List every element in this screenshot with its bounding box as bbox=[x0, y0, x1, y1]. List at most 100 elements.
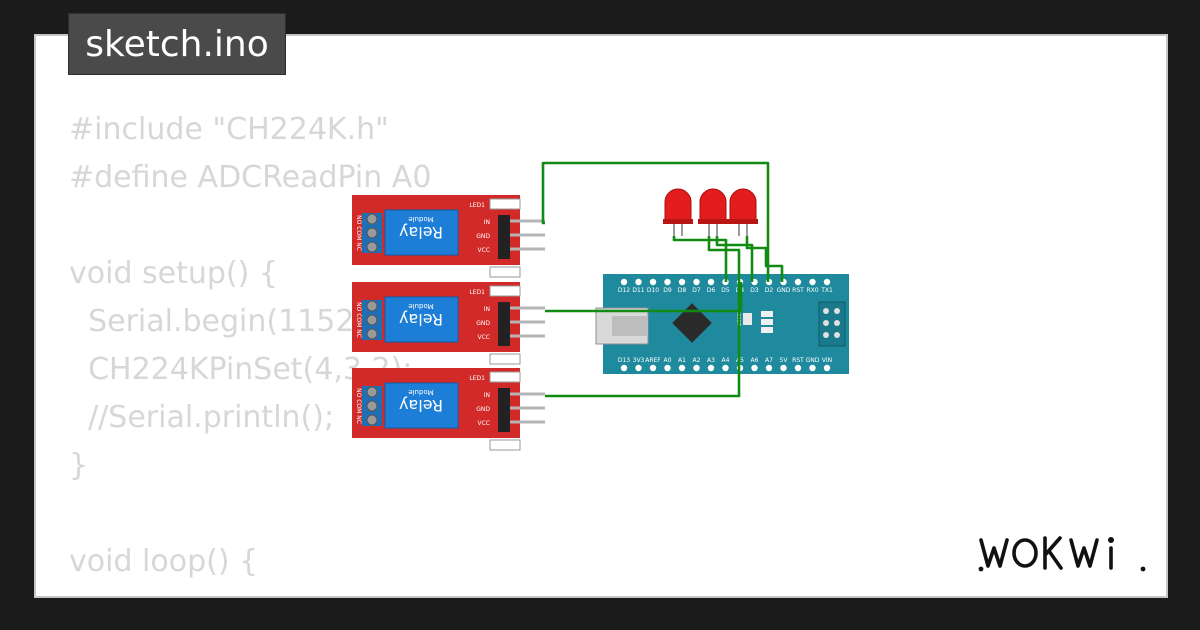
contact-labels: NO COM NC bbox=[355, 302, 362, 338]
relay-sublabel: Module bbox=[408, 388, 433, 396]
terminal-screw bbox=[366, 328, 378, 340]
top-pin-label: D12 bbox=[618, 287, 630, 294]
icsp-pin bbox=[834, 332, 840, 338]
relay-coil bbox=[384, 296, 459, 343]
microcontroller-chip bbox=[672, 303, 712, 343]
top-pin-label: D2 bbox=[765, 287, 774, 294]
code-editor: #include "CH224K.h" #define ADCReadPin A0… bbox=[69, 106, 1006, 596]
led-label: LED1 bbox=[469, 202, 485, 209]
top-pin-label: D7 bbox=[692, 287, 701, 294]
wire bbox=[545, 282, 743, 313]
led-1 bbox=[489, 198, 521, 210]
wire bbox=[715, 236, 754, 282]
led-label: LED1 bbox=[469, 375, 485, 382]
relay-label: Relay bbox=[399, 396, 443, 415]
top-pin-label: D8 bbox=[678, 287, 687, 294]
top-pin-label: RST bbox=[792, 287, 804, 294]
top-pin bbox=[664, 278, 671, 286]
icsp-pin bbox=[834, 320, 840, 326]
led-rim bbox=[663, 219, 693, 224]
contact-labels: NO COM NC bbox=[355, 388, 362, 424]
bottom-pin bbox=[823, 364, 831, 372]
icsp-header bbox=[818, 301, 846, 347]
contact-labels: NO COM NC bbox=[355, 215, 362, 251]
pwr-led bbox=[489, 439, 521, 451]
bottom-pin bbox=[693, 364, 700, 372]
bottom-pin bbox=[635, 364, 642, 372]
terminal-screw bbox=[366, 386, 378, 398]
led-body bbox=[664, 188, 692, 223]
bottom-pin bbox=[678, 364, 686, 372]
relay-sublabel: Module bbox=[408, 302, 433, 310]
pin-label: IN bbox=[484, 306, 490, 313]
terminal-screw bbox=[366, 227, 378, 239]
status-led bbox=[761, 319, 773, 325]
top-pin bbox=[635, 278, 642, 286]
terminal-screw bbox=[366, 414, 378, 426]
top-pin bbox=[823, 278, 831, 286]
bottom-pin bbox=[765, 364, 773, 372]
led-1 bbox=[489, 371, 521, 383]
led-body bbox=[729, 188, 757, 223]
wire bbox=[541, 161, 770, 282]
top-pin bbox=[693, 278, 700, 286]
top-pin bbox=[794, 278, 802, 286]
icsp-pin bbox=[823, 332, 829, 338]
icsp-pin bbox=[823, 308, 829, 314]
top-pin-label: GND bbox=[777, 287, 791, 294]
icsp-pin bbox=[823, 320, 829, 326]
relay-sublabel: Module bbox=[408, 215, 433, 223]
terminal-screw bbox=[366, 400, 378, 412]
red-led bbox=[698, 188, 728, 236]
pin-header bbox=[498, 388, 510, 432]
pin-label: IN bbox=[484, 219, 490, 226]
wire bbox=[545, 236, 741, 398]
code-line: //if(Serial.find("RX")){CH224KSetVolt(3)… bbox=[69, 586, 1006, 596]
top-pin-label: D11 bbox=[632, 287, 644, 294]
wokwi-logo bbox=[978, 536, 1146, 572]
bottom-pin-label: GND bbox=[806, 357, 820, 364]
terminal-screw bbox=[366, 241, 378, 253]
code-line: void setup() { bbox=[69, 256, 278, 291]
led-body bbox=[699, 188, 727, 223]
wire bbox=[745, 236, 784, 282]
bottom-pin bbox=[722, 364, 729, 372]
code-line: } bbox=[69, 448, 89, 483]
led-label: PWR bbox=[471, 270, 485, 277]
pin-label: GND bbox=[476, 320, 490, 327]
pin-header bbox=[498, 302, 510, 346]
icsp-pin bbox=[834, 308, 840, 314]
bottom-pin-label: D13 bbox=[618, 357, 630, 364]
pin-label: VCC bbox=[478, 247, 490, 254]
bottom-pin bbox=[780, 364, 787, 372]
pwr-led bbox=[489, 266, 521, 278]
code-line: #include "CH224K.h" bbox=[69, 112, 389, 147]
terminal-screw bbox=[366, 213, 378, 225]
red-led bbox=[663, 188, 693, 236]
pin-label: VCC bbox=[478, 420, 490, 427]
top-pin-label: D6 bbox=[707, 287, 716, 294]
bottom-pin-label: 5V bbox=[780, 357, 789, 364]
code-line: #define ADCReadPin A0 bbox=[69, 160, 432, 195]
file-tab[interactable]: sketch.ino bbox=[68, 13, 286, 75]
status-led bbox=[761, 327, 773, 333]
bottom-pin-label: RST bbox=[792, 357, 804, 364]
code-line: void loop() { bbox=[69, 544, 259, 579]
bottom-pin-label: A6 bbox=[751, 357, 759, 364]
usb-inner bbox=[612, 316, 648, 336]
top-pin-label: D5 bbox=[721, 287, 730, 294]
pin-label: GND bbox=[476, 233, 490, 240]
top-pin-label: RX0 bbox=[806, 287, 818, 294]
led-rim bbox=[728, 219, 758, 224]
preview-card: #include "CH224K.h" #define ADCReadPin A0… bbox=[34, 34, 1168, 598]
bottom-pin bbox=[809, 364, 816, 372]
bottom-pin bbox=[794, 364, 802, 372]
terminal-screw bbox=[366, 300, 378, 312]
pin-label: VCC bbox=[478, 334, 490, 341]
led-label: LED1 bbox=[469, 289, 485, 296]
top-pin bbox=[678, 278, 686, 286]
code-line: //Serial.println(); bbox=[69, 400, 335, 435]
